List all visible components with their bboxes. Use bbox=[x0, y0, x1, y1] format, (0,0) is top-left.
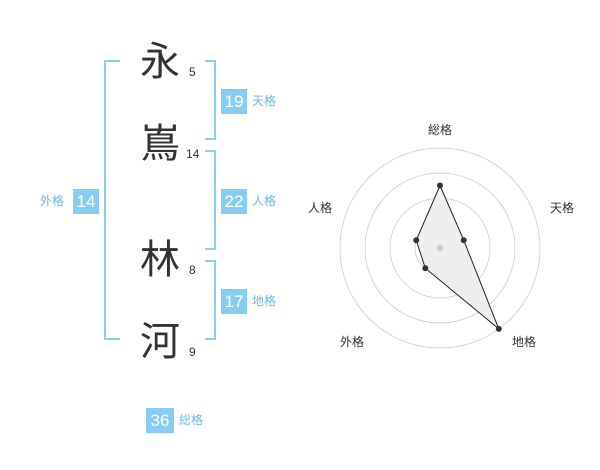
name-char-2: 嶌 bbox=[140, 121, 180, 167]
jinkaku-badge: 22 bbox=[221, 189, 247, 214]
soukaku-badge: 36 bbox=[146, 408, 174, 433]
name-char-4: 河 bbox=[140, 319, 180, 365]
radar-point bbox=[495, 325, 502, 332]
gaikaku-label: 外格 bbox=[40, 194, 65, 208]
stroke-count-1: 5 bbox=[189, 65, 196, 79]
name-char-3: 林 bbox=[140, 237, 180, 283]
radar-label-jinkaku: 人格 bbox=[308, 200, 332, 215]
chikaku-bracket bbox=[205, 260, 216, 340]
stroke-count-2: 14 bbox=[186, 147, 200, 161]
radar-point bbox=[413, 237, 420, 244]
radar-label-tenkaku: 天格 bbox=[550, 200, 574, 215]
radar-point bbox=[460, 237, 467, 244]
radar-area bbox=[415, 184, 500, 330]
radar-label-chikaku: 地格 bbox=[512, 334, 536, 349]
radar-ring bbox=[339, 147, 541, 349]
gaikaku-badge: 14 bbox=[73, 189, 99, 214]
radar-label-gaikaku: 外格 bbox=[340, 334, 364, 349]
radar-ring bbox=[364, 172, 516, 324]
radar-chart: 総格 天格 地格 外格 人格 bbox=[308, 122, 574, 349]
radar-point bbox=[422, 265, 429, 272]
jinkaku-label: 人格 bbox=[252, 194, 277, 208]
name-char-1: 永 bbox=[140, 39, 180, 85]
stroke-count-4: 9 bbox=[189, 345, 196, 359]
chikaku-badge: 17 bbox=[221, 289, 247, 314]
tenkaku-badge: 19 bbox=[221, 89, 247, 114]
radar-center bbox=[437, 245, 443, 251]
radar-label-soukaku: 総格 bbox=[428, 122, 452, 137]
radar-point bbox=[437, 182, 443, 189]
gaikaku-bracket bbox=[104, 60, 120, 340]
chikaku-label: 地格 bbox=[252, 294, 277, 308]
stroke-count-3: 8 bbox=[189, 263, 196, 277]
tenkaku-label: 天格 bbox=[252, 94, 277, 108]
soukaku-label: 総格 bbox=[179, 413, 204, 427]
tenkaku-bracket bbox=[205, 60, 216, 140]
jinkaku-bracket bbox=[205, 150, 216, 250]
